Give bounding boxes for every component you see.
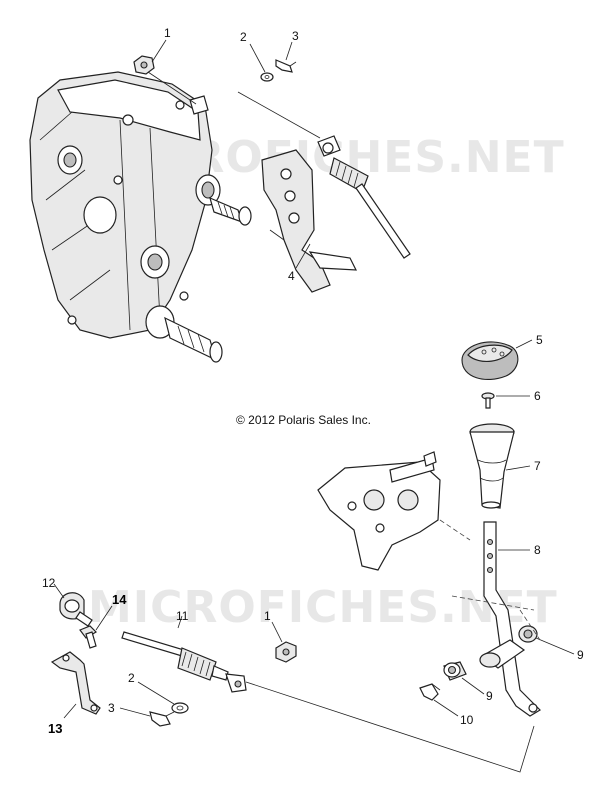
clip-top [275,59,297,73]
cable-clamp-12 [59,592,93,627]
watermark-bottom: MICROFICHES.NET [88,582,558,633]
shift-boot-7 [469,423,515,509]
callout-2-top: 2 [240,30,247,44]
callout-12: 12 [42,576,56,590]
nut-bottom [275,641,297,663]
callout-1-bottom: 1 [264,609,271,623]
washer-bottom [171,702,189,714]
callout-3-top: 3 [292,29,299,43]
callout-11: 11 [176,609,189,623]
callout-4: 4 [288,269,295,283]
bracket-13 [50,651,101,715]
clip-bottom [149,711,175,727]
nut-top [133,55,155,75]
callout-6: 6 [534,389,541,403]
callout-9-mid: 9 [486,689,493,703]
shift-knob-cap-5 [461,341,519,380]
clip-10 [419,683,441,701]
callout-13: 13 [48,721,62,736]
shifter-mount-bracket [317,451,441,571]
bushing-9-right [518,625,538,643]
shift-cable-lower-11 [121,631,247,693]
transmission-assembly [29,71,252,363]
shift-cable-upper [317,135,411,259]
shift-lever-8 [479,521,541,717]
callout-14: 14 [112,592,127,607]
bolt-14 [79,625,97,649]
callout-9-right: 9 [577,648,584,662]
callout-2-bottom: 2 [128,671,135,685]
bracket-4 [261,149,357,293]
callout-5: 5 [536,333,543,347]
copyright-text: © 2012 Polaris Sales Inc. [236,413,371,427]
callout-10: 10 [460,713,474,727]
callout-8: 8 [534,543,541,557]
callout-3-bottom: 3 [108,701,115,715]
screw-6 [481,392,495,409]
washer-top [260,72,274,82]
bushing-9-mid [443,661,467,681]
callout-1-top: 1 [164,26,171,40]
callout-7: 7 [534,459,541,473]
